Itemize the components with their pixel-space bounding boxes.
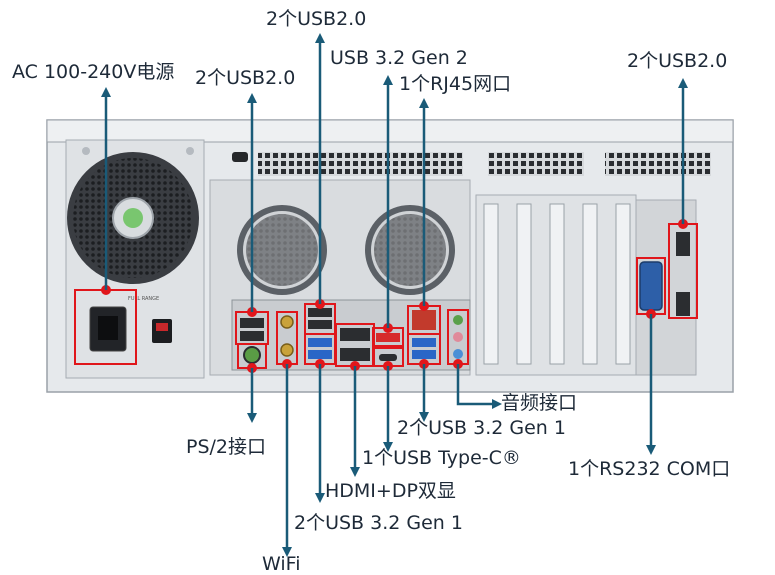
typec-port: [379, 354, 397, 361]
label-rs232: 1个RS232 COM口: [568, 458, 731, 480]
usb32-gen1-ports-b: [412, 338, 436, 359]
usb32-gen1-ports-a: [308, 338, 332, 359]
label-usb32-gen2: USB 3.2 Gen 2: [330, 47, 468, 69]
top-vents: [258, 152, 711, 176]
label-usb20-left: 2个USB2.0: [195, 67, 296, 89]
ps2-port: [243, 346, 261, 364]
power-supply: FULL RANGE: [65, 139, 205, 379]
hdmi-dp-ports: [340, 328, 370, 361]
usb20-right-ports: [676, 232, 690, 316]
psu-label: FULL RANGE: [128, 296, 159, 302]
audio-jacks: [453, 315, 463, 359]
usb20-top-ports: [308, 308, 332, 329]
label-usb32-gen1-b: 2个USB 3.2 Gen 1: [294, 512, 463, 534]
label-typec: 1个USB Type-C®: [362, 447, 521, 469]
rj45-port: [412, 310, 436, 330]
label-ac-power: AC 100-240V电源: [12, 61, 175, 83]
label-usb20-top: 2个USB2.0: [266, 8, 367, 30]
usb20-left-ports: [240, 318, 264, 341]
label-usb20-right: 2个USB2.0: [627, 50, 728, 72]
label-usb32-gen1-a: 2个USB 3.2 Gen 1: [397, 417, 566, 439]
expansion-slots: [475, 194, 697, 376]
label-wifi: WiFi: [262, 553, 301, 575]
label-audio: 音频接口: [501, 392, 578, 414]
label-ps2: PS/2接口: [186, 436, 267, 458]
label-rj45: 1个RJ45网口: [399, 73, 512, 95]
wifi-antenna-connectors: [280, 315, 294, 357]
rs232-com-port: [639, 261, 663, 311]
usb32-gen2-port: [376, 333, 400, 342]
label-hdmi-dp: HDMI+DP双显: [325, 480, 456, 502]
arrows: [101, 33, 688, 557]
